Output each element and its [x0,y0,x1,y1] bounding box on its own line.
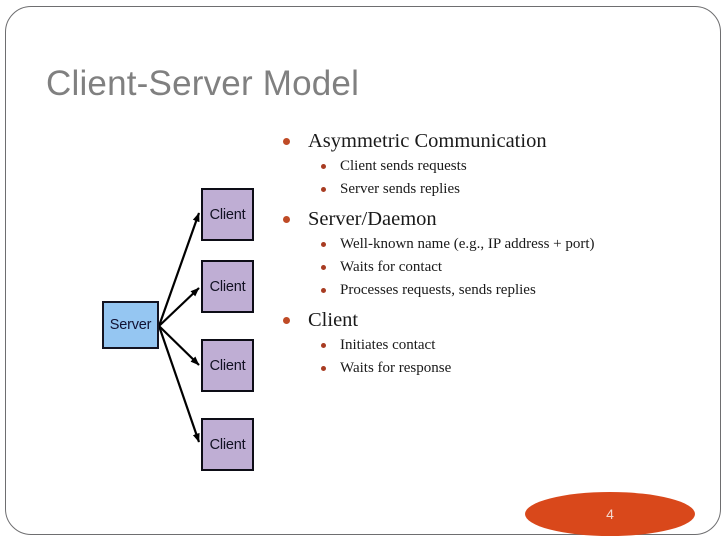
bullet-sub-item-label: Processes requests, sends replies [340,282,536,298]
bullet-sub-dot-icon [321,343,326,348]
bullet-heading-label: Asymmetric Communication [308,130,547,152]
bullet-sub-item: Initiates contact [280,334,700,357]
bullet-sub-item: Processes requests, sends replies [280,279,700,302]
bullet-sub-dot-icon [321,265,326,270]
bullet-sub-dot-icon [321,187,326,192]
bullet-sub-item-label: Waits for contact [340,259,443,275]
bullet-sub-item: Waits for response [280,357,700,380]
bullet-heading-label: Client [308,309,359,331]
diagram-node-server-label: Server [109,317,152,333]
bullet-sub-item: Waits for contact [280,256,700,279]
bullet-sub-item: Client sends requests [280,155,700,178]
page-number-badge: 4 [525,492,695,536]
bullet-sub-item-label: Initiates contact [340,337,436,353]
diagram-arrow [158,325,200,366]
diagram-node-client[interactable]: Client [201,418,254,471]
diagram-node-client-label: Client [209,206,246,223]
diagram-node-client-label: Client [209,436,246,453]
diagram-node-server[interactable]: Server [102,301,159,349]
bullet-sub-dot-icon [321,366,326,371]
bullet-sub-dot-icon [321,288,326,293]
bullet-dot-icon [283,216,290,223]
diagram-node-client[interactable]: Client [201,339,254,392]
bullet-sub-item-label: Well-known name (e.g., IP address + port… [340,236,595,252]
bullet-dot-icon [283,317,290,324]
diagram-arrow [157,325,201,443]
bullet-sub-item: Well-known name (e.g., IP address + port… [280,233,700,256]
page-number-text: 4 [606,506,614,522]
bullet-heading: Asymmetric Communication [280,128,700,154]
diagram-node-client-label: Client [209,357,246,374]
bullet-dot-icon [283,138,290,145]
bullet-sub-item: Server sends replies [280,178,700,201]
bullet-sub-dot-icon [321,164,326,169]
diagram-arrows-svg [157,212,201,443]
arrow-layer [157,212,201,443]
bullet-heading: Server/Daemon [280,206,700,232]
diagram-node-client-label: Client [209,278,246,295]
bullet-sub-dot-icon [321,242,326,247]
diagram-node-client[interactable]: Client [201,188,254,241]
bullet-sub-item-label: Server sends replies [340,181,460,197]
bullet-heading: Client [280,307,700,333]
page-title: Client-Server Model [46,64,360,103]
bullet-heading-label: Server/Daemon [308,208,437,230]
bullet-sub-item-label: Client sends requests [340,158,467,174]
diagram-arrow [157,212,201,327]
bullet-sub-item-label: Waits for response [340,360,452,376]
diagram-arrow [158,287,200,327]
diagram-node-client[interactable]: Client [201,260,254,313]
